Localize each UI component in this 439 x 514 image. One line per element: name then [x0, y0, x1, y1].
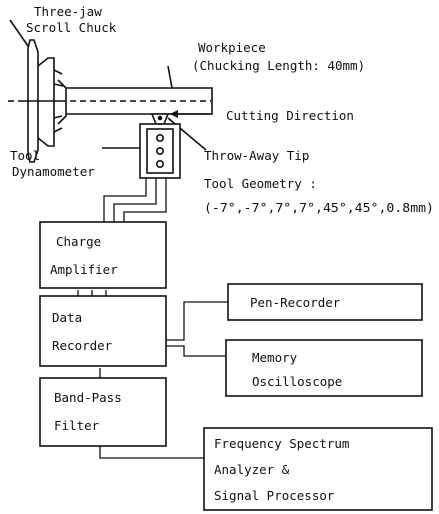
- memory-oscilloscope-label-1: Memory: [252, 350, 298, 365]
- chuck-label-2: Scroll Chuck: [26, 20, 117, 35]
- band-pass-filter-box: [39, 377, 167, 447]
- scroll-chuck: [8, 19, 67, 163]
- workpiece-label-1: Workpiece: [198, 40, 266, 55]
- charge-amplifier-label-2: Amplifier: [50, 262, 118, 277]
- chuck-label-1: Three-jaw: [34, 4, 102, 19]
- geometry-label-2: (-7°,-7°,7°,7°,45°,45°,0.8mm): [204, 200, 434, 215]
- tool-dynamometer: [102, 123, 181, 179]
- memory-oscilloscope-label-2: Oscilloscope: [252, 374, 342, 389]
- signal-wires: [77, 178, 228, 459]
- pen-recorder-box: [227, 283, 423, 321]
- band-pass-filter-label-1: Band-Pass: [54, 390, 122, 405]
- geometry-label-1: Tool Geometry :: [204, 176, 317, 191]
- tip-label: Throw-Away Tip: [204, 148, 309, 163]
- workpiece-label-2: (Chucking Length: 40mm): [192, 58, 365, 73]
- cutting-direction-arrow: [170, 110, 210, 118]
- charge-amplifier-label-1: Charge: [56, 234, 101, 249]
- spectrum-analyzer-label-3: Signal Processor: [214, 488, 335, 503]
- spectrum-analyzer-box: [203, 427, 433, 511]
- spectrum-analyzer-label-1: Frequency Spectrum: [214, 436, 349, 451]
- dynamometer-label-1: Tool: [10, 148, 40, 163]
- data-recorder-label-2: Recorder: [52, 338, 113, 353]
- spectrum-analyzer-label-2: Analyzer &: [214, 462, 290, 477]
- dynamometer-label-2: Dynamometer: [12, 164, 95, 179]
- charge-amplifier-box: [39, 221, 167, 289]
- pen-recorder-label: Pen-Recorder: [250, 295, 341, 310]
- band-pass-filter-label-2: Filter: [54, 418, 100, 433]
- data-recorder-label-1: Data: [52, 310, 82, 325]
- data-recorder-box: [39, 295, 167, 367]
- cutting-direction-label: Cutting Direction: [226, 108, 354, 123]
- workpiece-bar: [66, 65, 213, 115]
- memory-oscilloscope-box: [225, 339, 423, 397]
